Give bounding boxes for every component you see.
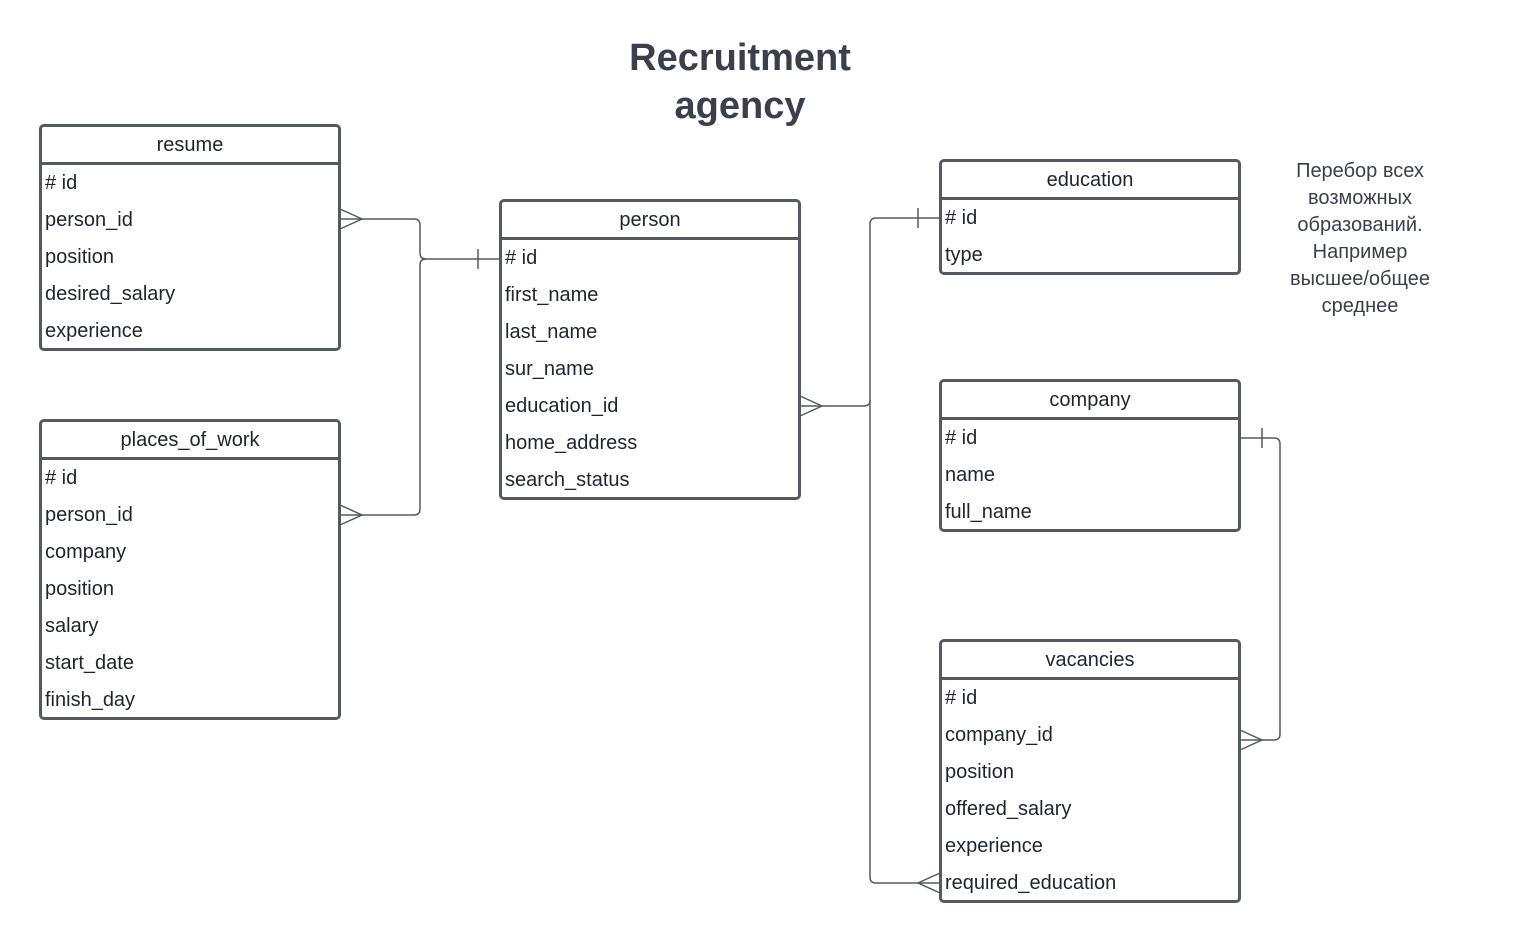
field-vacancies-required_education: required_education [945, 872, 1117, 894]
field-places_of_work-position: position [45, 578, 114, 600]
connector-person-education [800, 217, 940, 407]
connector-vacancies-education [869, 400, 940, 884]
diagram-title: Recruitment agency [629, 37, 851, 127]
field-places_of_work-start_date: start_date [45, 652, 134, 674]
entity-header-person: person [502, 202, 798, 240]
field-resume-position: position [45, 246, 114, 268]
field-person-id: # id [505, 247, 538, 269]
connector-resume-person [340, 218, 500, 260]
connector-vacancies-company [1240, 437, 1281, 741]
field-resume-desired_salary: desired_salary [45, 283, 176, 305]
field-vacancies-company_id: company_id [945, 724, 1053, 746]
entity-education[interactable]: education # id type [939, 159, 1241, 275]
field-places_of_work-id: # id [45, 467, 78, 489]
entity-person[interactable]: person # id first_name last_name sur_nam… [499, 199, 801, 500]
field-person-sur_name: sur_name [505, 358, 594, 380]
field-education-id: # id [945, 207, 978, 229]
entity-resume[interactable]: resume # id person_id position desired_s… [39, 124, 341, 351]
crowfoot-vacancies-company_id [1239, 729, 1264, 751]
field-places_of_work-finish_day: finish_day [45, 689, 136, 711]
entity-header-education: education [942, 162, 1238, 200]
crowfoot-resume-person_id [339, 208, 364, 230]
entity-header-resume: resume [42, 127, 338, 165]
field-person-home_address: home_address [505, 432, 638, 454]
field-person-first_name: first_name [505, 284, 599, 306]
crowfoot-vacancies-required_education [916, 872, 941, 894]
entity-header-places_of_work: places_of_work [42, 422, 338, 460]
entity-header-vacancies: vacancies [942, 642, 1238, 680]
field-resume-person_id: person_id [45, 209, 133, 231]
field-company-id: # id [945, 427, 978, 449]
field-places_of_work-person_id: person_id [45, 504, 133, 526]
entity-company[interactable]: company # id name full_name [939, 379, 1241, 532]
education-note: Перебор всех возможных образований. Напр… [1290, 160, 1430, 317]
entity-header-company: company [942, 382, 1238, 420]
field-person-last_name: last_name [505, 321, 598, 343]
field-person-search_status: search_status [505, 469, 630, 491]
connector-places_of_work-person [340, 258, 427, 516]
field-vacancies-id: # id [945, 687, 978, 709]
field-company-full_name: full_name [945, 501, 1032, 523]
field-places_of_work-salary: salary [45, 615, 99, 637]
entity-places_of_work[interactable]: places_of_work # id person_id company po… [39, 419, 341, 720]
field-education-type: type [945, 244, 983, 266]
entity-vacancies[interactable]: vacancies # id company_id position offer… [939, 639, 1241, 903]
crowfoot-person-education_id [799, 395, 824, 417]
field-vacancies-experience: experience [945, 835, 1043, 857]
crowfoot-places_of_work-person_id [339, 504, 364, 526]
field-vacancies-offered_salary: offered_salary [945, 798, 1072, 820]
field-resume-id: # id [45, 172, 78, 194]
field-person-education_id: education_id [505, 395, 619, 417]
field-resume-experience: experience [45, 320, 143, 342]
field-company-name: name [945, 464, 996, 486]
field-places_of_work-company: company [45, 541, 127, 563]
field-vacancies-position: position [945, 761, 1014, 783]
